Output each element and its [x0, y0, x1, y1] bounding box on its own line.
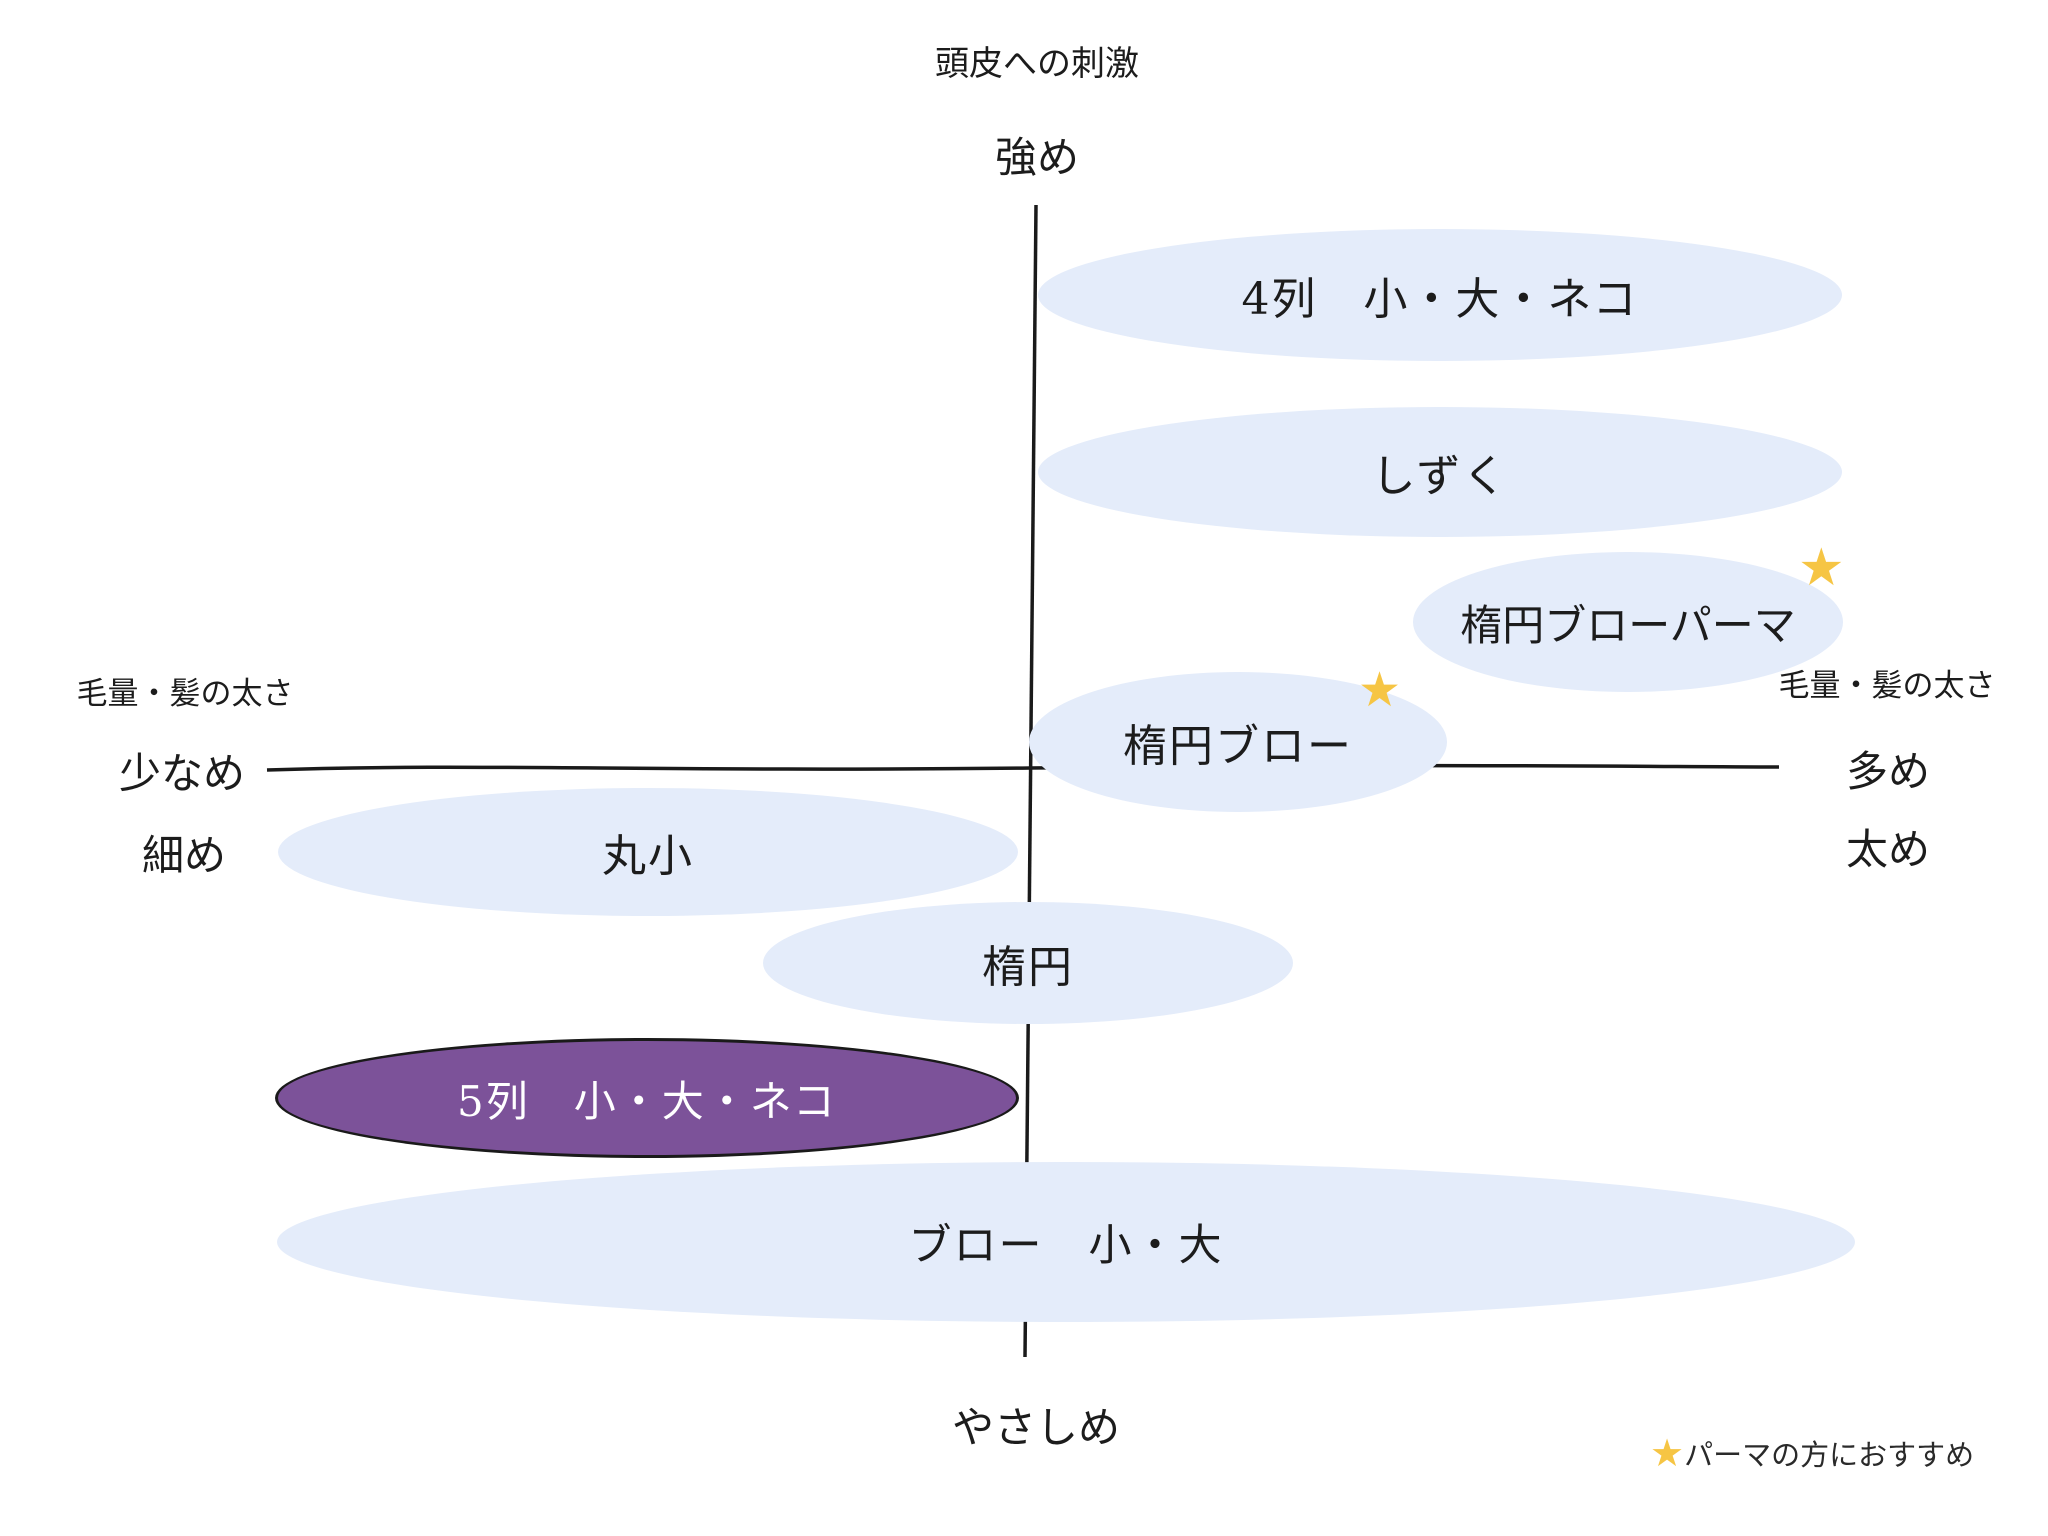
legend: ★ パーマの方におすすめ — [1650, 1432, 1974, 1474]
bubble-daen-label: 楕円 — [982, 942, 1074, 993]
y-axis-title: 頭皮への刺激 — [935, 44, 1139, 84]
bubble-4retsu: 4列 小・大・ネコ — [1038, 229, 1842, 361]
perm-recommend-star-icon: ★ — [1358, 662, 1402, 718]
bubble-daen-blow-perm-label: 楕円ブローパーマ — [1460, 600, 1796, 650]
bubble-blow: ブロー 小・大 — [277, 1162, 1855, 1322]
bubble-daen-blow-perm: 楕円ブローパーマ — [1413, 552, 1843, 692]
y-axis-min-label: やさしめ — [951, 1403, 1121, 1452]
bubble-marusho-label: 丸小 — [602, 831, 694, 882]
x-axis-title-right: 毛量・髪の太さ — [1778, 668, 1996, 704]
bubble-5retsu-label: 5列 小・大・ネコ — [457, 1076, 837, 1126]
bubble-daen-blow-label: 楕円ブロー — [1123, 721, 1353, 772]
bubble-blow-label: ブロー 小・大 — [908, 1221, 1224, 1271]
bubble-5retsu-highlighted: 5列 小・大・ネコ — [275, 1038, 1019, 1158]
bubble-marusho: 丸小 — [278, 788, 1018, 916]
bubble-shizuku-label: しずく — [1371, 451, 1509, 502]
x-axis-line — [266, 763, 1780, 772]
y-axis-max-label: 強め — [994, 133, 1080, 182]
x-axis-min-label-1: 少なめ — [118, 749, 246, 798]
bubble-shizuku: しずく — [1038, 407, 1842, 537]
bubble-daen-blow: 楕円ブロー — [1029, 672, 1447, 812]
perm-recommend-star-icon: ★ — [1798, 538, 1845, 598]
legend-star-icon: ★ — [1650, 1431, 1685, 1475]
bubble-daen: 楕円 — [763, 902, 1293, 1024]
x-axis-min-label-2: 細め — [141, 831, 227, 880]
x-axis-max-label-2: 太め — [1845, 825, 1931, 874]
x-axis-max-label-1: 多め — [1845, 747, 1931, 796]
legend-text: パーマの方におすすめ — [1684, 1438, 1975, 1472]
x-axis-title-left: 毛量・髪の太さ — [76, 676, 294, 712]
bubble-4retsu-label: 4列 小・大・ネコ — [1241, 274, 1639, 325]
